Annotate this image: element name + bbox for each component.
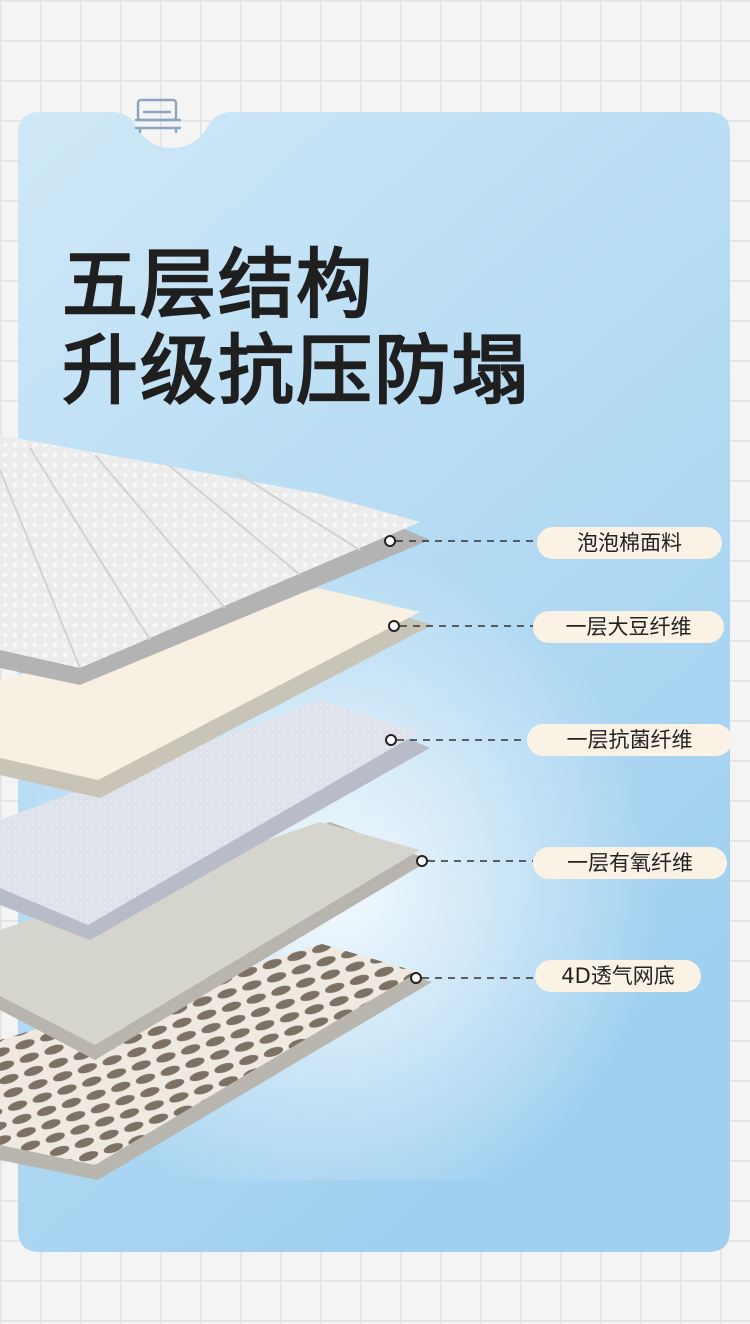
- layer-soy-fiber: [0, 588, 432, 798]
- title-line-2: 升级抗压防塌: [62, 326, 530, 415]
- layer-oxygen-fiber: [0, 822, 430, 1060]
- layer-label-soy-fiber: 一层大豆纤维: [533, 611, 724, 643]
- layer-label-mesh-base: 4D透气网底: [535, 960, 701, 992]
- connector-dots: [384, 535, 428, 984]
- layer-mesh-base: [0, 944, 432, 1180]
- title-line-1: 五层结构: [62, 240, 374, 329]
- bed-icon: [134, 98, 182, 134]
- layer-label-oxygen-fiber: 一层有氧纤维: [533, 847, 727, 879]
- layer-label-antibacterial-fiber: 一层抗菌纤维: [527, 724, 732, 756]
- connector-lines: [396, 540, 537, 979]
- layer-antibacterial-fiber: [0, 700, 430, 940]
- layer-bubble-fabric: [0, 435, 430, 685]
- layer-label-bubble-fabric: 泡泡棉面料: [537, 527, 722, 559]
